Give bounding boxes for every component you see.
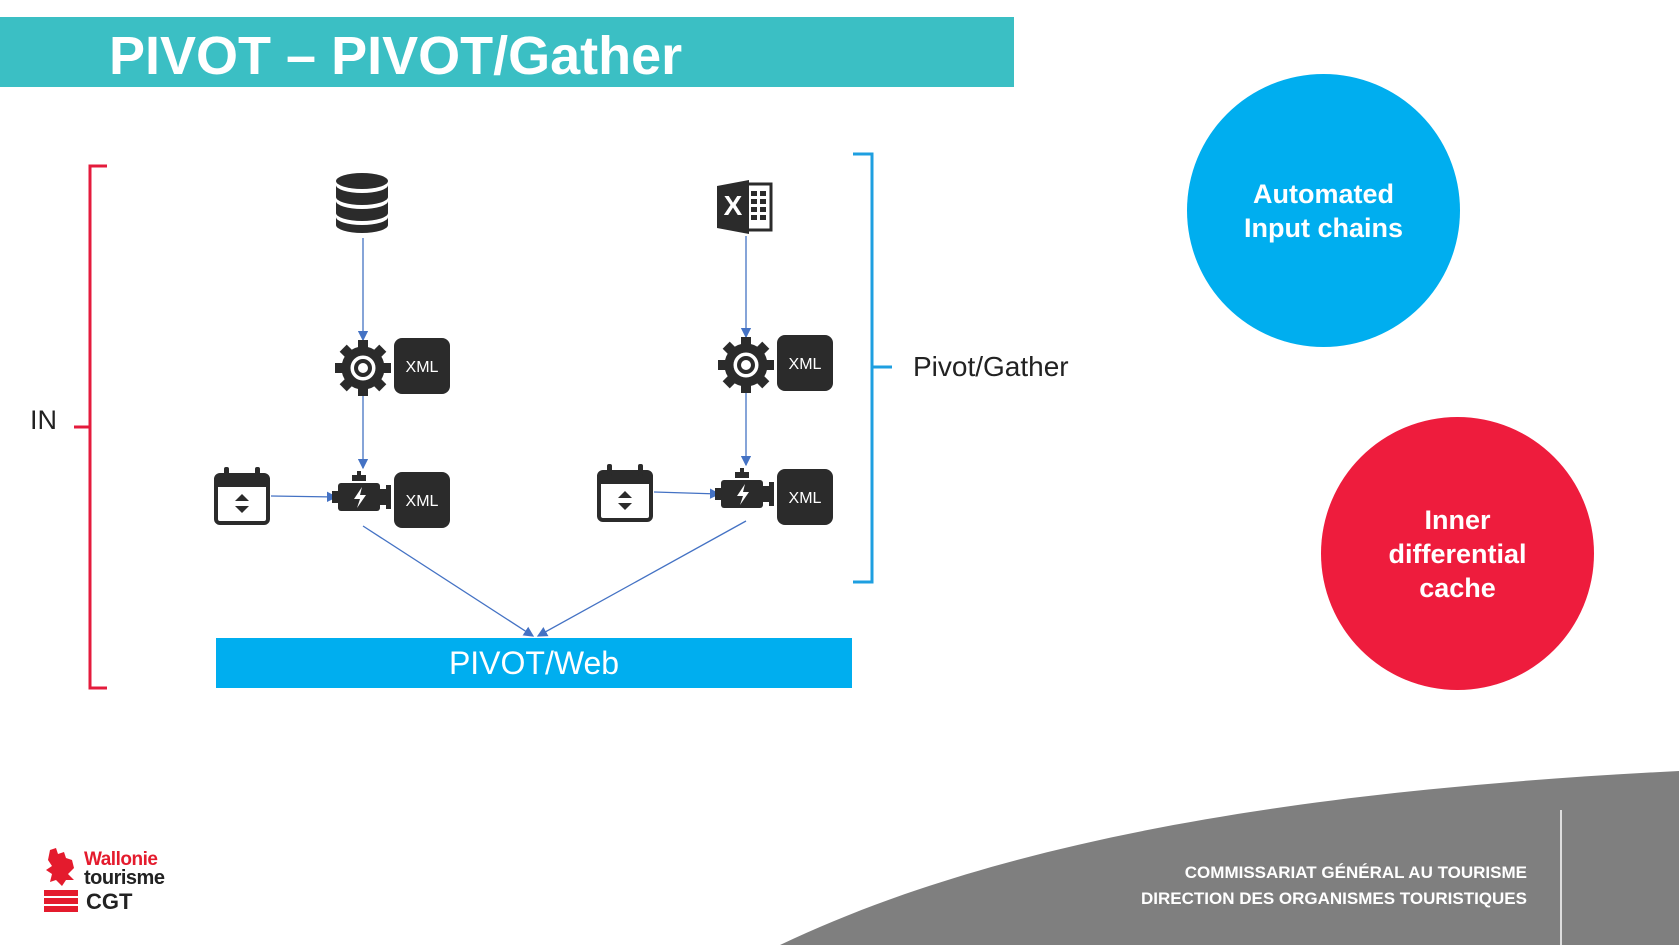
title-bar bbox=[0, 17, 1014, 87]
page-title: PIVOT – PIVOT/Gather bbox=[109, 26, 683, 86]
footer-department: DIRECTION DES ORGANISMES TOURISTIQUES bbox=[1140, 889, 1527, 908]
footer-divider bbox=[1560, 810, 1562, 945]
database-icon bbox=[336, 173, 388, 233]
in-bracket-label: IN bbox=[30, 405, 57, 435]
xml-label: XML bbox=[406, 359, 439, 376]
svg-text:X: X bbox=[724, 190, 743, 221]
gather-bracket-label: Pivot/Gather bbox=[913, 351, 1069, 382]
xml-label: XML bbox=[789, 490, 822, 507]
in-bracket bbox=[74, 164, 107, 690]
logo-tourisme: tourisme bbox=[84, 867, 165, 889]
arrow-cal-to-engine-right bbox=[653, 488, 721, 499]
xml-label: XML bbox=[406, 493, 439, 510]
rooster-icon bbox=[46, 848, 74, 886]
arrow-engine-right-to-web bbox=[536, 520, 747, 637]
xml-label: XML bbox=[789, 356, 822, 373]
wallonie-tourisme-logo bbox=[44, 848, 78, 912]
logo-stripes bbox=[44, 906, 78, 912]
logo-cgt: CGT bbox=[86, 889, 133, 914]
inner-differential-cache-label: Inner differential cache bbox=[1388, 504, 1527, 603]
flow-arrows bbox=[270, 236, 752, 637]
arrow-cal-to-engine-left bbox=[270, 491, 338, 503]
gather-bracket bbox=[853, 152, 892, 584]
arrow-engine-left-to-web bbox=[362, 525, 535, 637]
automated-input-chains-label: Automated Input chains bbox=[1243, 178, 1403, 243]
pivot-web-box: PIVOT/Web bbox=[216, 638, 852, 688]
footer-organization: COMMISSARIAT GÉNÉRAL AU TOURISME bbox=[1184, 863, 1527, 882]
inner-differential-cache-circle: Inner differential cache bbox=[1321, 417, 1594, 690]
logo-wallonie: Wallonie bbox=[84, 849, 158, 870]
excel-icon: X bbox=[717, 180, 773, 234]
automated-input-chains-circle: Automated Input chains bbox=[1187, 74, 1460, 347]
